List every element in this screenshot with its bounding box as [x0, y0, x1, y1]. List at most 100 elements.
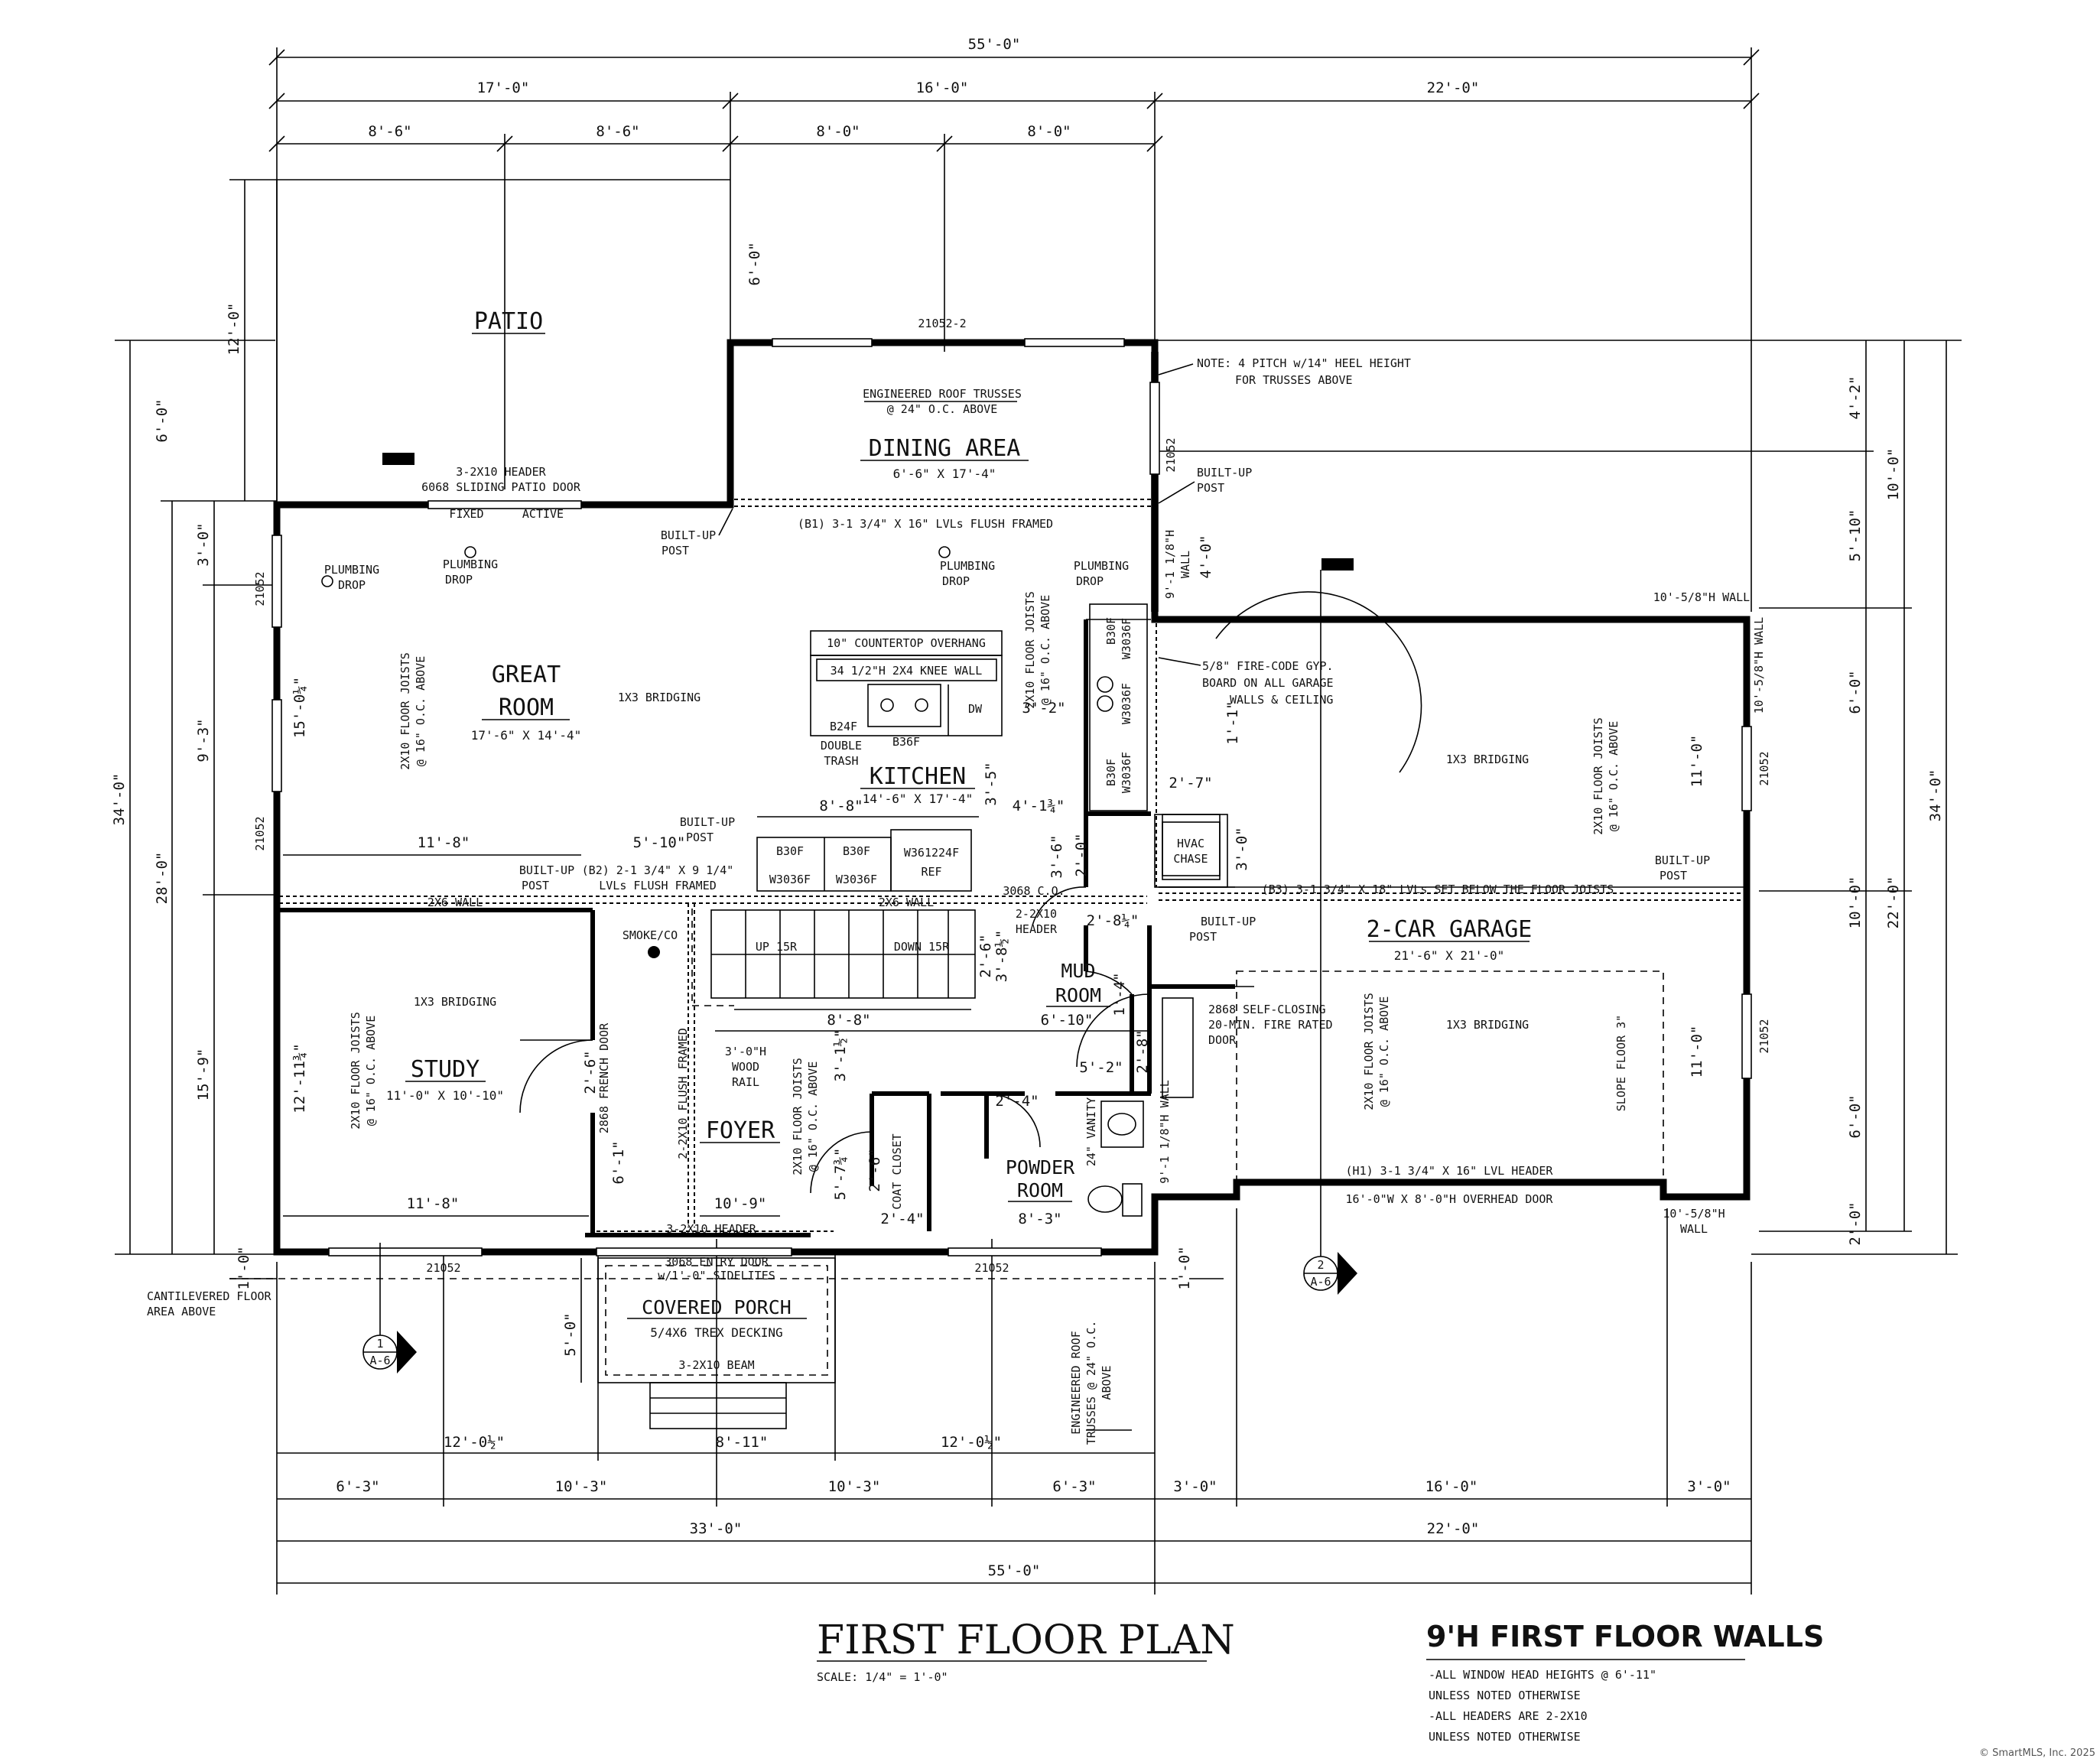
- dim-left-9-3: 9'-3": [195, 718, 212, 762]
- joists-garage-1: 2X10 FLOOR JOISTS: [1591, 717, 1605, 835]
- window-great-room-2: [271, 699, 282, 792]
- room-label-powder-1: POWDER: [1006, 1156, 1075, 1178]
- patio-door-fixed: FIXED: [449, 507, 483, 521]
- dim-bottom-12: 22'-0": [1427, 1520, 1480, 1537]
- cantilever-note-2: AREA ABOVE: [147, 1305, 216, 1318]
- joists-garage-3: 2X10 FLOOR JOISTS: [1362, 993, 1376, 1110]
- dim-top-2: 8'-6": [596, 123, 639, 140]
- note-3: -ALL HEADERS ARE 2-2X10: [1429, 1709, 1588, 1723]
- drawing-title: FIRST FLOOR PLAN: [817, 1617, 1235, 1663]
- dim-bottom-9: 16'-0": [1425, 1478, 1478, 1495]
- window-dining-2: [1024, 338, 1125, 347]
- window-tag-21052-2: 21052-2: [918, 317, 966, 330]
- door-study: [519, 1039, 593, 1113]
- dim-top-left: 17'-0": [477, 80, 530, 96]
- hvac-label-1: HVAC: [1177, 837, 1204, 850]
- plumbing-drop-4b: DROP: [1076, 574, 1104, 588]
- dim-right-6-b: 6'-0": [1847, 1094, 1864, 1138]
- beam-b2-note-1: (B2) 2-1 3/4" X 9 1/4": [582, 863, 734, 877]
- dim-bottom-3: 12'-0½": [941, 1434, 1002, 1451]
- right-dimensions: 4'-2" 5'-10" 10'-0" 6'-0" 10'-0" 6'-0" 2…: [1155, 340, 1962, 1290]
- dim-top-mid: 16'-0": [916, 80, 969, 96]
- window-tag-great-1: 21052: [253, 571, 267, 606]
- garage-arc: [1215, 591, 1422, 773]
- window-great-room-1: [271, 535, 282, 628]
- note-4: UNLESS NOTED OTHERWISE: [1429, 1730, 1581, 1744]
- knee-wall-note: 34 1/2"H 2X4 KNEE WALL: [831, 664, 983, 678]
- window-study-front: [328, 1247, 483, 1256]
- entry-door-note: 3068 ENTRY DOOR: [665, 1255, 769, 1269]
- double-trash-2: TRASH: [824, 754, 858, 768]
- fire-code-2: BOARD ON ALL GARAGE: [1202, 676, 1334, 690]
- section-mark-right: [1321, 558, 1354, 571]
- dim-int-23: 2'-6": [866, 1148, 883, 1191]
- dim-right-2: 2'-0": [1847, 1201, 1864, 1245]
- dim-right-1: 1'-0": [1176, 1246, 1193, 1289]
- refrigerator: REF: [921, 865, 941, 879]
- wall-911-top-1: 9'-1 1/8"H: [1163, 530, 1177, 599]
- note-1: -ALL WINDOW HEAD HEIGHTS @ 6'-11": [1429, 1668, 1656, 1682]
- dim-int-33: 5'-10": [633, 834, 686, 851]
- joists-study-1: 2X10 FLOOR JOISTS: [349, 1012, 362, 1130]
- dim-int-13: 3'-8½": [993, 930, 1010, 983]
- dim-int-25: 8'-3": [1018, 1211, 1061, 1227]
- dim-int-10: 3'-6": [1048, 834, 1065, 878]
- cabinet-b30f-1: B30F: [776, 844, 804, 858]
- overhead-door-note: 16'-0"W X 8'-0"H OVERHEAD DOOR: [1346, 1192, 1554, 1206]
- section-mark-left: [382, 453, 414, 465]
- header-2x10-1: 2-2X10: [1016, 907, 1057, 921]
- dim-int-21: 3'-1½": [832, 1029, 849, 1082]
- dim-left-15-9: 15'-9": [195, 1048, 212, 1101]
- patio-door-note: 6068 SLIDING PATIO DOOR: [421, 480, 581, 494]
- beam-h1-note: (H1) 3-1 3/4" X 16" LVL HEADER: [1346, 1164, 1554, 1178]
- kitchen-fixtures: 10" COUNTERTOP OVERHANG 34 1/2"H 2X4 KNE…: [756, 603, 1148, 892]
- dim-right-5-10: 5'-10": [1847, 509, 1864, 562]
- dim-int-32: 8'-8": [819, 798, 863, 814]
- dim-int-6: 4'-0": [1198, 535, 1214, 578]
- joists-kitchen-2: @ 16" O.C. ABOVE: [1039, 595, 1052, 706]
- dim-int-9: 2'-7": [1169, 775, 1212, 792]
- self-closing-1: 2868 SELF-CLOSING: [1208, 1003, 1326, 1016]
- left-dimensions: 12'-0" 6'-0" 3'-0" 9'-3" 15'-9" 28'-0" 3…: [111, 179, 277, 1290]
- cabinet-b24f: B24F: [830, 720, 857, 733]
- section-1-sheet: A-6: [369, 1354, 390, 1367]
- window-garage-2: [1741, 993, 1752, 1079]
- section-2-sheet: A-6: [1310, 1275, 1331, 1289]
- walls-heading: 9'H FIRST FLOOR WALLS: [1426, 1620, 1824, 1653]
- joists-foyer-1: 2X10 FLOOR JOISTS: [791, 1058, 805, 1175]
- plan-notes: ENGINEERED ROOF TRUSSES @ 24" O.C. ABOVE…: [321, 356, 1766, 1445]
- fire-code-3: WALLS & CEILING: [1230, 693, 1333, 707]
- builtup-post-5b: POST: [1660, 869, 1687, 883]
- joists-garage-4: @ 16" O.C. ABOVE: [1377, 996, 1391, 1107]
- window-dining-1: [772, 338, 873, 347]
- dim-right-10-b: 10'-0": [1847, 876, 1864, 929]
- room-label-kitchen: KITCHEN: [870, 763, 966, 790]
- toilet: [1087, 1185, 1123, 1213]
- garage-wall-height-bottom-2: WALL: [1680, 1222, 1708, 1236]
- dim-bottom-13: 55'-0": [988, 1562, 1041, 1579]
- bridging-garage-1: 1X3 BRIDGING: [1446, 753, 1529, 766]
- porch-decking: 5/4X6 TREX DECKING: [650, 1325, 782, 1340]
- dim-int-1: 15'-0¼": [291, 677, 308, 738]
- dim-int-17: 6'-10": [1041, 1012, 1094, 1029]
- bridging-garage-2: 1X3 BRIDGING: [1446, 1018, 1529, 1032]
- window-powder-front: [948, 1247, 1102, 1256]
- window-tag-garage-2: 21052: [1757, 1019, 1771, 1053]
- patio-sliding-door: [427, 500, 582, 509]
- patio-door-active: ACTIVE: [522, 507, 564, 521]
- dim-int-3: 12'-11¾": [291, 1043, 308, 1113]
- plumbing-drop-2b: DROP: [445, 573, 473, 587]
- window-tag-powder: 21052: [974, 1261, 1009, 1275]
- pitch-note-1: NOTE: 4 PITCH w/14" HEEL HEIGHT: [1197, 356, 1411, 370]
- entry-door-sidelites: [596, 1247, 792, 1256]
- garage-wall-height-top: 10'-5/8"H WALL: [1653, 590, 1750, 604]
- vanity-label: 24" VANITY: [1084, 1097, 1098, 1166]
- dim-int-19: 2'-8": [1134, 1029, 1151, 1073]
- room-label-mud-2: ROOM: [1055, 984, 1101, 1006]
- dim-bottom-11: 33'-0": [690, 1520, 743, 1537]
- joists-great-1: 2X10 FLOOR JOISTS: [398, 652, 412, 770]
- dishwasher: DW: [968, 702, 983, 716]
- dim-int-8: 3'-0": [1234, 827, 1250, 870]
- dim-int-29: 3'-2": [1022, 700, 1065, 717]
- dim-int-14: 2'-6": [977, 934, 994, 977]
